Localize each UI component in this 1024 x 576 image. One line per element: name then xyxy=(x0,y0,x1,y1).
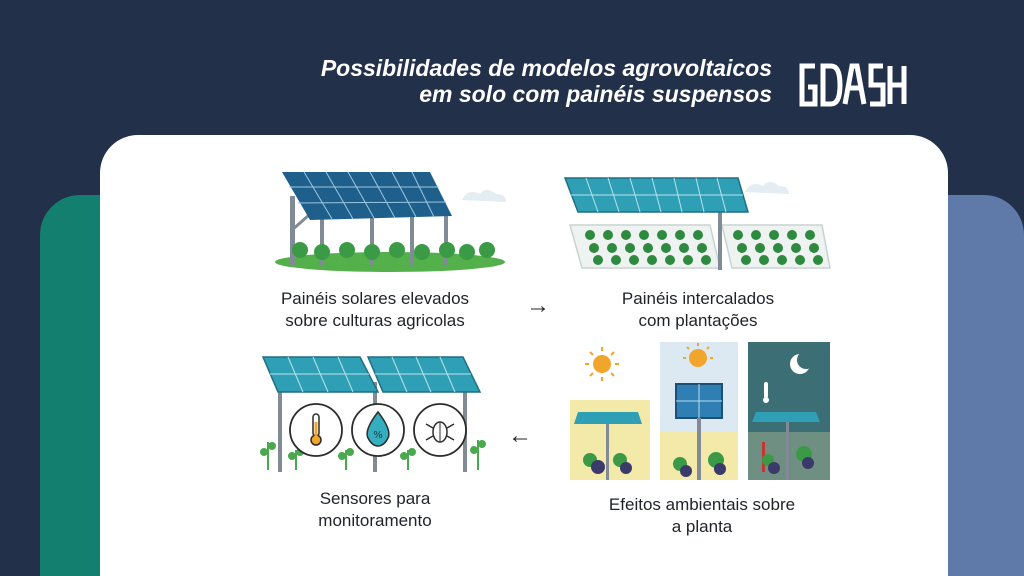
midday-scene xyxy=(660,342,738,480)
arrow-left-icon: ← xyxy=(508,422,532,449)
bug-icon xyxy=(413,403,467,457)
environmental-effects-illustration xyxy=(570,342,830,480)
step-2-line-2: com plantações xyxy=(638,311,758,330)
gdash-logo xyxy=(799,63,907,107)
step-4-caption: Sensores para monitoramento xyxy=(255,488,495,532)
step-1-caption: Painéis solares elevados sobre culturas … xyxy=(255,288,495,332)
sunny-scene xyxy=(570,347,650,480)
title-line-1: Possibilidades de modelos agrovoltaicos xyxy=(320,55,772,81)
step-4-line-2: monitoramento xyxy=(318,511,432,530)
step-3-caption: Efeitos ambientais sobre a planta xyxy=(572,494,832,538)
arrow-right-icon: → xyxy=(526,292,550,319)
step-1-line-1: Painéis solares elevados xyxy=(280,289,470,308)
title-line-2: em solo com painéis suspensos xyxy=(419,81,772,107)
humidity-drop-icon: % xyxy=(351,403,405,457)
sensors-illustration: % xyxy=(260,356,486,472)
step-1-line-2: sobre culturas agricolas xyxy=(285,311,465,330)
thermometer-icon xyxy=(289,403,343,457)
step-2-line-1: Painéis intercalados xyxy=(621,289,775,308)
svg-text:%: % xyxy=(373,430,383,441)
step-3-line-1: Efeitos ambientais sobre xyxy=(608,495,796,514)
page-title: Possibilidades de modelos agrovoltaicos … xyxy=(0,55,772,107)
intercalated-panels-illustration xyxy=(563,177,831,270)
step-2-caption: Painéis intercalados com plantações xyxy=(578,288,818,332)
elevated-panels-illustration xyxy=(275,171,506,272)
night-scene xyxy=(748,342,830,480)
step-3-line-2: a planta xyxy=(671,517,733,536)
step-4-line-1: Sensores para xyxy=(319,489,431,508)
